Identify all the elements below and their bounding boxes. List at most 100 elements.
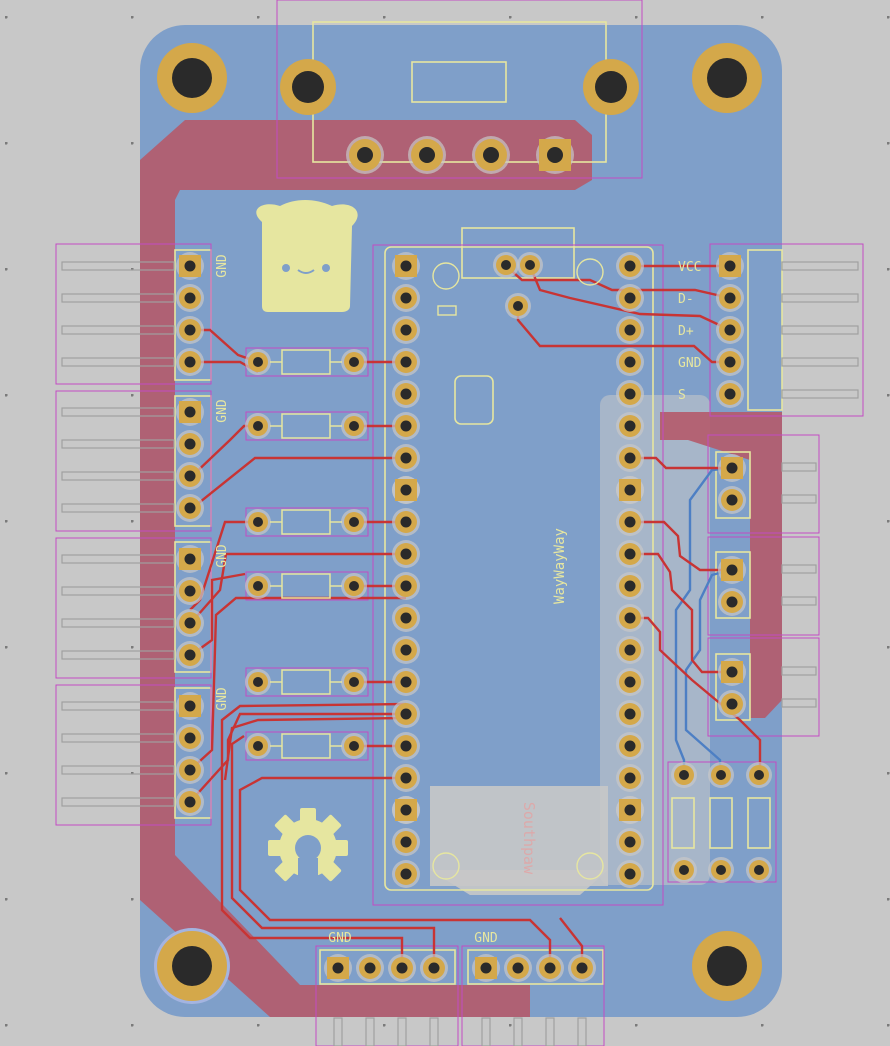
pad: [536, 136, 574, 174]
pad: [176, 692, 204, 720]
pads: [176, 136, 772, 982]
pad: [504, 954, 532, 982]
pad: [392, 764, 420, 792]
pad: [176, 641, 204, 669]
pad: [718, 454, 746, 482]
pad: [616, 412, 644, 440]
gnd-label-3: GND: [215, 544, 230, 568]
courtyards: [55, 0, 864, 1046]
pad: [718, 658, 746, 686]
open-hardware-logo-icon: [268, 808, 348, 884]
pad: [616, 508, 644, 536]
pad: [245, 733, 271, 759]
pad: [718, 486, 746, 514]
board-name-label: WayWayWay: [552, 528, 568, 604]
pad: [245, 573, 271, 599]
pad: [493, 252, 519, 278]
pad: [324, 954, 352, 982]
pad: [408, 136, 446, 174]
pad: [472, 954, 500, 982]
pad: [388, 954, 416, 982]
pad: [341, 509, 367, 535]
d-minus-label: D-: [678, 292, 694, 307]
pad: [392, 700, 420, 728]
pad: [392, 284, 420, 312]
pad: [616, 252, 644, 280]
pad: [718, 588, 746, 616]
pad: [176, 609, 204, 637]
pad: [346, 136, 384, 174]
pad: [176, 788, 204, 816]
back-text-label: Southpaw: [520, 802, 538, 875]
gnd-label-bottom-left: GND: [328, 931, 352, 946]
pad: [392, 732, 420, 760]
pad: [392, 604, 420, 632]
pad: [716, 252, 744, 280]
pad: [392, 636, 420, 664]
resistors: [270, 349, 342, 759]
gnd-label-1: GND: [215, 254, 230, 278]
pad: [341, 349, 367, 375]
pad: [420, 954, 448, 982]
pad: [392, 252, 420, 280]
mcu-markings: [432, 258, 604, 880]
pad: [392, 668, 420, 696]
gnd-label-4: GND: [215, 687, 230, 711]
pad: [708, 857, 734, 883]
pad: [616, 700, 644, 728]
back-copper-zone: [140, 120, 782, 1017]
pad: [746, 857, 772, 883]
pad: [341, 573, 367, 599]
pad: [392, 508, 420, 536]
pad: [392, 860, 420, 888]
s-label: S: [678, 388, 686, 403]
pad: [616, 476, 644, 504]
pad: [716, 380, 744, 408]
pad: [716, 316, 744, 344]
mounting-holes: [154, 43, 762, 1004]
pad: [176, 756, 204, 784]
gnd-label-2: GND: [215, 399, 230, 423]
pad: [176, 545, 204, 573]
pad: [616, 860, 644, 888]
pad: [392, 476, 420, 504]
pad: [176, 316, 204, 344]
pad: [176, 398, 204, 426]
pad: [616, 764, 644, 792]
pad: [176, 577, 204, 605]
pad: [616, 572, 644, 600]
toast-logo-icon: [256, 200, 358, 312]
pad: [245, 509, 271, 535]
pad: [245, 413, 271, 439]
pad: [616, 444, 644, 472]
pad: [392, 540, 420, 568]
pad: [392, 412, 420, 440]
pad: [392, 828, 420, 856]
pad: [517, 252, 543, 278]
pad: [616, 604, 644, 632]
pad: [616, 540, 644, 568]
pad: [176, 252, 204, 280]
pad: [616, 796, 644, 824]
pad: [616, 380, 644, 408]
pad: [716, 284, 744, 312]
pad: [718, 556, 746, 584]
pad: [392, 796, 420, 824]
pad: [176, 430, 204, 458]
pad: [708, 762, 734, 788]
pad: [341, 413, 367, 439]
pad: [568, 954, 596, 982]
pad: [176, 348, 204, 376]
pad: [616, 284, 644, 312]
pad: [392, 380, 420, 408]
gnd-right-label: GND: [678, 356, 702, 371]
pad: [616, 828, 644, 856]
gnd-label-bottom-right: GND: [474, 931, 498, 946]
pad: [472, 136, 510, 174]
pad: [616, 316, 644, 344]
pad: [671, 857, 697, 883]
pad: [392, 316, 420, 344]
pad: [176, 724, 204, 752]
pad: [245, 669, 271, 695]
